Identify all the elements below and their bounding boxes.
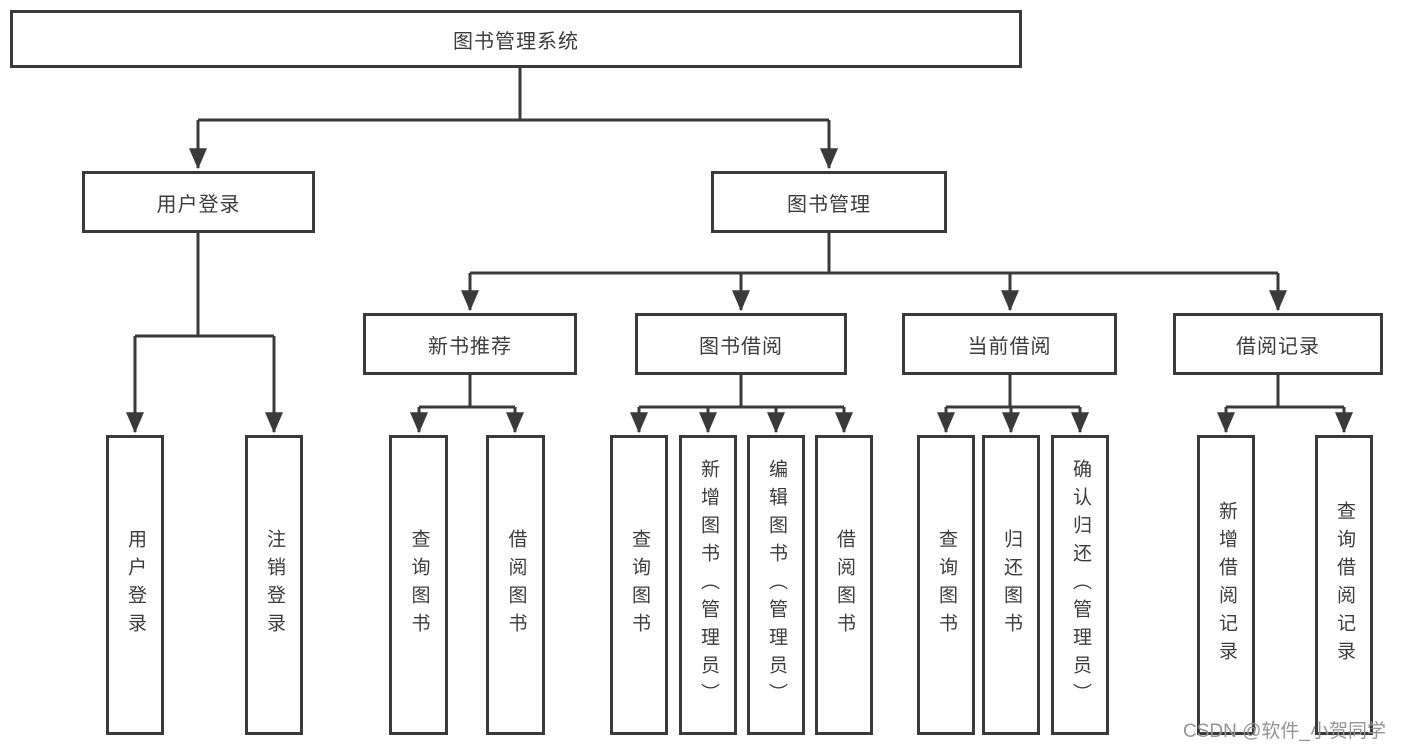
leaf-query-books-recommend: 查询图书 — [389, 435, 448, 735]
connector-root — [189, 68, 838, 170]
leaf-label: 确认归还（管理员） — [1069, 459, 1091, 711]
node-user-login: 用户登录 — [82, 171, 315, 233]
connector-new-book-recommend — [410, 375, 524, 434]
leaf-query-books-borrow: 查询图书 — [610, 435, 668, 735]
watermark: CSDN @软件_小贺同学 — [1183, 721, 1386, 742]
leaf-label: 编辑图书（管理员） — [765, 459, 787, 711]
leaf-label: 借阅图书 — [505, 529, 527, 641]
leaf-logout: 注销登录 — [245, 435, 303, 735]
leaf-user-login: 用户登录 — [106, 435, 164, 735]
leaf-query-books-current: 查询图书 — [917, 435, 975, 735]
leaf-label: 注销登录 — [263, 529, 285, 641]
leaf-label: 归还图书 — [1000, 529, 1022, 641]
leaf-label: 用户登录 — [124, 529, 146, 641]
connector-borrow-records — [1217, 375, 1353, 434]
leaf-label: 查询借阅记录 — [1333, 501, 1355, 669]
node-library-system: 图书管理系统 — [10, 10, 1022, 68]
leaf-add-borrow-record: 新增借阅记录 — [1197, 435, 1255, 735]
connector-book-borrow — [630, 375, 853, 434]
leaf-label: 新增借阅记录 — [1215, 501, 1237, 669]
leaf-label: 新增图书（管理员） — [697, 459, 719, 711]
leaf-query-borrow-record: 查询借阅记录 — [1315, 435, 1373, 735]
node-borrow-records: 借阅记录 — [1173, 313, 1383, 375]
node-current-borrow: 当前借阅 — [902, 313, 1117, 375]
leaf-confirm-return-admin: 确认归还（管理员） — [1051, 435, 1109, 735]
connector-book-management — [461, 233, 1287, 312]
leaf-borrow-books: 借阅图书 — [815, 435, 873, 735]
leaf-label: 查询图书 — [935, 529, 957, 641]
leaf-label: 查询图书 — [408, 529, 430, 641]
node-book-borrow: 图书借阅 — [635, 313, 847, 375]
leaf-return-book: 归还图书 — [982, 435, 1040, 735]
leaf-label: 借阅图书 — [833, 529, 855, 641]
node-new-book-recommend: 新书推荐 — [363, 313, 577, 375]
node-book-management: 图书管理 — [711, 171, 947, 233]
connector-user-login — [126, 233, 283, 434]
leaf-label: 查询图书 — [628, 529, 650, 641]
leaf-edit-book-admin: 编辑图书（管理员） — [747, 435, 805, 735]
connector-current-borrow — [937, 375, 1089, 434]
leaf-add-book-admin: 新增图书（管理员） — [679, 435, 737, 735]
leaf-borrow-books-recommend: 借阅图书 — [486, 435, 545, 735]
